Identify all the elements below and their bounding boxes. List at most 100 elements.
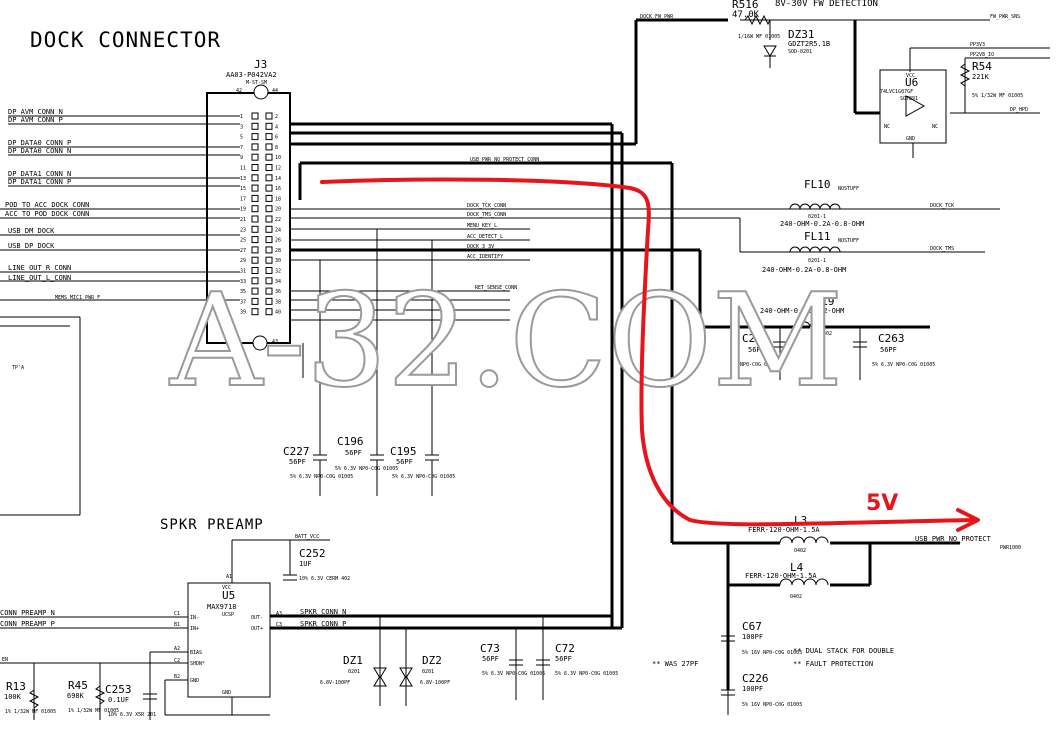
u6-sub: SOT891 <box>900 96 918 102</box>
dz31-ref: DZ31 <box>788 28 815 41</box>
l3-val: FERR-120-OHM-1.5A <box>748 526 820 534</box>
c252-ref: C252 <box>299 547 326 560</box>
j3-pin-label: 1 <box>240 114 243 120</box>
net-acc-identify: ACC_IDENTIFY <box>467 254 503 260</box>
j3-pin-pad <box>265 133 273 141</box>
u6-buffer: VCC U6 74LVC1G07GF SOT891 NC NC GND <box>879 69 947 144</box>
net-line-r: LINE_OUT_R_CONN <box>8 264 71 272</box>
j3-pin-label: 30 <box>275 258 281 264</box>
u5-amplifier: VCC U5 MAX9718 UCSP IN- IN+ OUT- OUT+ BI… <box>174 574 282 698</box>
u5-gnd: GND <box>222 690 231 696</box>
c67-val: 100PF <box>742 633 763 641</box>
c252-capacitor: C252 1UF 10% 6.3V CERM 402 <box>283 547 350 582</box>
r13-resistor: R13 100K 1% 1/32W MF 01005 <box>4 680 56 715</box>
c26x-capacitor: C26 56PF NP0-C0G 01005 <box>740 332 787 368</box>
j3-pin43: 43 <box>272 339 278 345</box>
j3-pin-label: 17 <box>240 196 246 202</box>
fl11-val: 240-OHM-0.2A-0.8-OHM <box>762 266 846 274</box>
dz1-zener: DZ1 0201 6.8V-100PF <box>320 654 387 687</box>
c252-val: 1UF <box>299 560 312 568</box>
r516-ref: R516 <box>732 0 759 11</box>
net-acc-to-pod: ACC_TO_POD_DOCK_CONN <box>5 210 89 218</box>
j3-pin-label: 34 <box>275 279 281 285</box>
j3-pin-pad <box>251 297 259 305</box>
fl10-sub: 0201-1 <box>808 214 826 220</box>
j3-pin-pad <box>265 205 273 213</box>
r45-sub: 1% 1/32W MF 01005 <box>68 708 119 714</box>
note-fault: ** FAULT PROTECTION <box>793 660 873 668</box>
j3-pin-pad <box>265 122 273 130</box>
r13-ref: R13 <box>6 680 26 693</box>
net-dp-avm-n: DP_AVM_CONN_N <box>8 108 63 116</box>
j3-pin-pad <box>251 225 259 233</box>
j3-sub: M-ST-SM <box>246 80 267 86</box>
c73-capacitor: C73 56PF 5% 6.3V NP0-C0G 01005 <box>480 642 545 677</box>
net-spkr-p: SPKR_CONN_P <box>300 620 346 628</box>
left-nets <box>0 115 240 516</box>
j3-pin-pad <box>265 287 273 295</box>
c72-capacitor: C72 56PF 5% 6.3V NP0-C0G 01005 <box>536 642 618 677</box>
net-pp2v8: PP2V8_IO <box>970 52 994 58</box>
j3-pin-label: 10 <box>275 155 281 161</box>
u5-c1: C1 <box>174 611 180 617</box>
net-usb-pwr-top: USB_PWR_NO_PROTECT_CONN <box>470 157 539 163</box>
c252-sub: 10% 6.3V CERM 402 <box>299 576 350 582</box>
c196-capacitor: C196 56PF 5% 6.3V NP0-C0G 01005 <box>335 435 398 496</box>
c67-capacitor: C67 100PF 5% 16V NP0-C0G 01005 <box>721 620 802 656</box>
u5-out-n: OUT- <box>251 615 263 621</box>
j3-pin-pad <box>265 174 273 182</box>
r45-resistor: R45 698K 1% 1/32W MF 01005 <box>67 679 119 714</box>
c227-val: 56PF <box>289 458 306 466</box>
net-ret-sense: RET_SENSE_CONN <box>475 285 517 291</box>
j3-pin-pad <box>251 133 259 141</box>
u6-ref: U6 <box>905 76 918 89</box>
annotation-arrowhead <box>956 508 980 532</box>
net-pod-to-acc: POD_TO_ACC_DOCK_CONN <box>5 201 89 209</box>
j3-pin-pad <box>251 174 259 182</box>
net-usb-dm: USB_DM_DOCK <box>8 227 55 235</box>
c253-ref: C253 <box>105 683 132 696</box>
net-dp-hpd: DP_HPD <box>1010 107 1028 113</box>
u5-gnd-pin: GND <box>190 678 199 684</box>
u5-vcc: VCC <box>222 585 231 591</box>
u5-b2: B2 <box>174 674 180 680</box>
j3-pin-label: 7 <box>240 145 243 151</box>
dock-connector-title: DOCK CONNECTOR <box>30 28 221 52</box>
j3-pin-pad <box>265 297 273 305</box>
j3-pin-label: 31 <box>240 269 246 275</box>
net-menu-key: MENU_KEY_L <box>467 223 497 229</box>
net-usb-dp: USB_DP_DOCK <box>8 242 55 250</box>
r45-ref: R45 <box>68 679 88 692</box>
j3-pin-label: 21 <box>240 217 246 223</box>
dz2-val: 6.8V-100PF <box>420 680 450 686</box>
c263-sub: 5% 6.3V NP0-C0G 01005 <box>872 362 935 368</box>
j3-pin-pad <box>265 164 273 171</box>
net-pwr1000: PWR1000 <box>1000 545 1021 551</box>
net-line-l: LINE_OUT_L_CONN <box>8 274 71 282</box>
j3-pin-pad <box>251 153 259 161</box>
c226-sub: 5% 16V NP0-C0G 01005 <box>742 702 802 708</box>
u6-val: 74LVC1G07GF <box>880 89 913 95</box>
fl10-tag: NOSTUFF <box>838 186 859 192</box>
fl11-ferrite: FL11 NOSTUFF 0201-1 240-OHM-0.2A-0.8-OHM <box>762 230 859 274</box>
spkr-preamp-title: SPKR PREAMP <box>160 517 264 533</box>
j3-pin-label: 20 <box>275 207 281 213</box>
fl11-sub: 0201-1 <box>808 258 826 264</box>
u5-b1: B1 <box>174 622 180 628</box>
c263-ref: C263 <box>878 332 905 345</box>
net-conn-preamp-p: CONN_PREAMP_P <box>0 620 55 628</box>
net-mems: MEMS_MIC1_PWR_F <box>55 295 100 301</box>
note-dual-stack: ** DUAL STACK FOR DOUBLE <box>793 647 894 655</box>
u5-c2: C2 <box>174 658 180 664</box>
l4-inductor: L4 FERR-120-OHM-1.5A 0402 <box>745 561 829 600</box>
j3-pin-label: 39 <box>240 310 246 316</box>
j3-pin-label: 35 <box>240 289 246 295</box>
u6-nc2: NC <box>932 124 938 130</box>
u5-a2: A2 <box>174 646 180 652</box>
watermark: A-32.COM <box>169 267 843 416</box>
j3-pin-pad <box>251 122 259 130</box>
c72-ref: C72 <box>555 642 575 655</box>
l4-ref: L4 <box>790 561 804 574</box>
j3-pin-pad <box>265 225 273 233</box>
